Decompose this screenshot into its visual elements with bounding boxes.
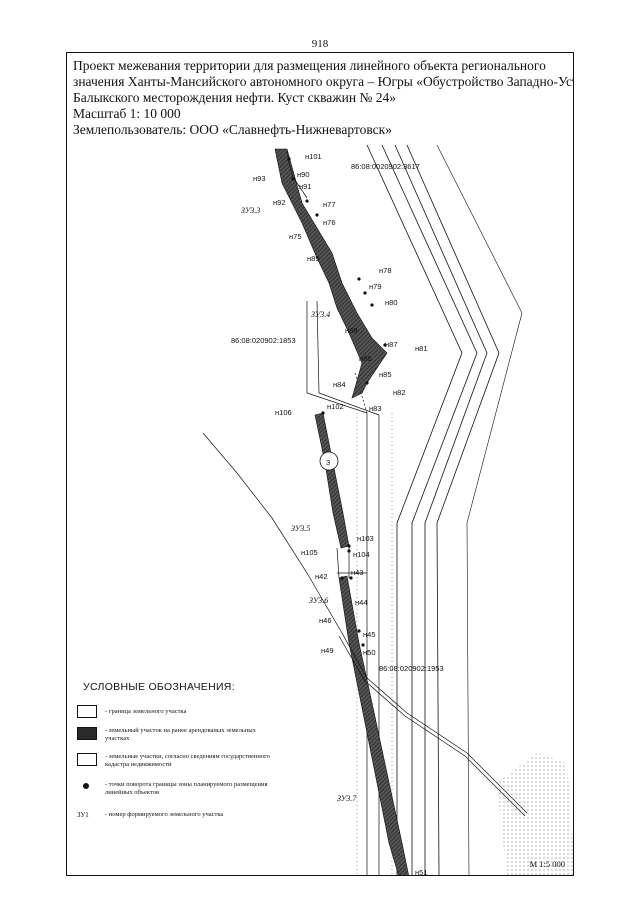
svg-text:н80: н80: [385, 298, 397, 307]
legend-symbol-code: ЗУ1: [77, 811, 89, 819]
svg-text:н101: н101: [305, 152, 322, 161]
svg-text:н87: н87: [385, 340, 397, 349]
svg-text:н81: н81: [415, 344, 427, 353]
svg-text:н79: н79: [369, 282, 381, 291]
svg-text:86:08:020902:1953: 86:08:020902:1953: [379, 664, 444, 673]
point-labels: н101 н93 н90 н91 н92 н77 н76 н75 н89 н78…: [253, 152, 427, 876]
scale-note: М 1:5 000: [529, 859, 565, 869]
svg-text:н83: н83: [369, 404, 381, 413]
terrain-area: [497, 753, 573, 875]
map-sheet: Проект межевания территории для размещен…: [66, 52, 574, 876]
svg-text:н82: н82: [393, 388, 405, 397]
boundary-lines: [202, 148, 528, 817]
svg-text:ЗУ3.5: ЗУ3.5: [291, 524, 310, 533]
svg-text:н88: н88: [345, 326, 357, 335]
zone-labels: ЗУ3.3 ЗУ3.4 ЗУ3.5 ЗУ3.6 ЗУ3.7: [241, 206, 357, 803]
svg-text:н85: н85: [379, 370, 391, 379]
svg-text:н78: н78: [379, 266, 391, 275]
leased-zones: [274, 148, 409, 875]
svg-text:н92: н92: [273, 198, 285, 207]
svg-text:н43: н43: [351, 568, 363, 577]
svg-text:н75: н75: [289, 232, 301, 241]
svg-text:н77: н77: [323, 200, 335, 209]
parcel-circle: [319, 451, 339, 471]
svg-text:н49: н49: [321, 646, 333, 655]
svg-text:ЗУ3.3: ЗУ3.3: [241, 206, 260, 215]
legend-symbol-dot: [83, 783, 89, 789]
svg-text:н102: н102: [327, 402, 344, 411]
svg-text:н105: н105: [301, 548, 318, 557]
svg-text:н42: н42: [315, 572, 327, 581]
legend-symbol-white-box: [77, 705, 97, 718]
legend-symbol-white-box: [77, 753, 97, 766]
svg-text:ЗУ3.7: ЗУ3.7: [337, 794, 357, 803]
svg-text:н86: н86: [359, 354, 371, 363]
svg-text:ЗУ3.6: ЗУ3.6: [309, 596, 328, 605]
svg-text:н45: н45: [363, 630, 375, 639]
svg-text:н104: н104: [353, 550, 370, 559]
title-line-2: значения Ханты-Мансийского автономного о…: [73, 74, 574, 89]
road-lines: [366, 144, 523, 875]
svg-text:н44: н44: [355, 598, 367, 607]
sheet-title: Проект межевания территории для размещен…: [73, 58, 574, 138]
svg-text:н90: н90: [297, 170, 309, 179]
title-line-3: Балыкского месторождения нефти. Куст скв…: [73, 90, 396, 105]
legend-title: УСЛОВНЫЕ ОБОЗНАЧЕНИЯ:: [83, 681, 235, 693]
svg-text:н76: н76: [323, 218, 335, 227]
title-scale: Масштаб 1: 10 000: [73, 106, 181, 121]
svg-text:86:08:0020902:3617: 86:08:0020902:3617: [351, 162, 420, 171]
svg-text:86:08:020902:1853: 86:08:020902:1853: [231, 336, 296, 345]
svg-text:н103: н103: [357, 534, 374, 543]
title-line-1: Проект межевания территории для размещен…: [73, 58, 546, 73]
svg-text:н91: н91: [299, 182, 311, 191]
svg-text:н106: н106: [275, 408, 292, 417]
cadastral-labels: 86:08:0020902:3617 86:08:020902:1853 86:…: [231, 162, 444, 673]
svg-text:н84: н84: [333, 380, 345, 389]
svg-text:н46: н46: [319, 616, 331, 625]
svg-text:н50: н50: [363, 648, 375, 657]
svg-text:н51: н51: [415, 868, 427, 876]
svg-text:ЗУ3.4: ЗУ3.4: [311, 310, 330, 319]
turning-points: [287, 157, 387, 647]
parcel-number: 3: [326, 458, 330, 467]
page-number: 918: [311, 38, 329, 50]
svg-text:н89: н89: [307, 254, 319, 263]
svg-text:н93: н93: [253, 174, 265, 183]
title-landuser: Землепользователь: ООО «Славнефть-Нижнев…: [73, 122, 392, 137]
legend-symbol-dark-box: [77, 727, 97, 740]
map-legend: УСЛОВНЫЕ ОБОЗНАЧЕНИЯ: - граница земельно…: [77, 681, 277, 819]
cadastral-map: 3 н101 н93 н90 н91 н92 н77 н76 н75 н89 н…: [202, 144, 573, 876]
